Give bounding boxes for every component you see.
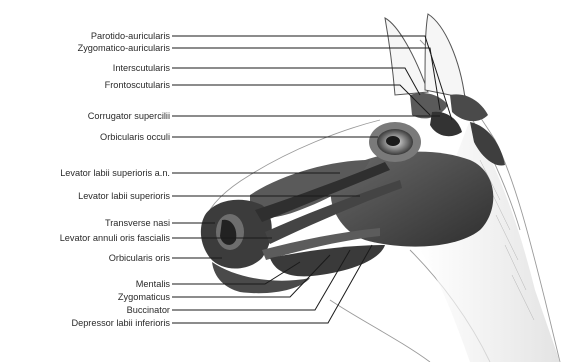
label-zygomatico-auricularis: Zygomatico-auricularis	[78, 43, 170, 54]
label-buccinator: Buccinator	[127, 305, 170, 316]
label-levator-labii-superioris-an: Levator labii superioris a.n.	[60, 168, 170, 179]
leader-line	[172, 85, 430, 115]
label-mentalis: Mentalis	[136, 279, 170, 290]
leader-line	[172, 68, 420, 95]
label-levator-labii-superioris: Levator labii superioris	[78, 191, 170, 202]
label-orbicularis-oris: Orbicularis oris	[109, 253, 170, 264]
label-depressor-labii-inferioris: Depressor labii inferioris	[71, 318, 170, 329]
label-interscutularis: Interscutularis	[113, 63, 170, 74]
eye-shape	[369, 122, 421, 162]
label-levator-annuli-oris-fascialis: Levator annuli oris fascialis	[60, 233, 170, 244]
label-zygomaticus: Zygomaticus	[118, 292, 170, 303]
label-parotido-auricularis: Parotido-auricularis	[91, 31, 170, 42]
label-transverse-nasi: Transverse nasi	[105, 218, 170, 229]
label-frontoscutularis: Frontoscutularis	[105, 80, 170, 91]
label-corrugator-supercilii: Corrugator supercilii	[88, 111, 170, 122]
label-orbicularis-occuli: Orbicularis occuli	[100, 132, 170, 143]
